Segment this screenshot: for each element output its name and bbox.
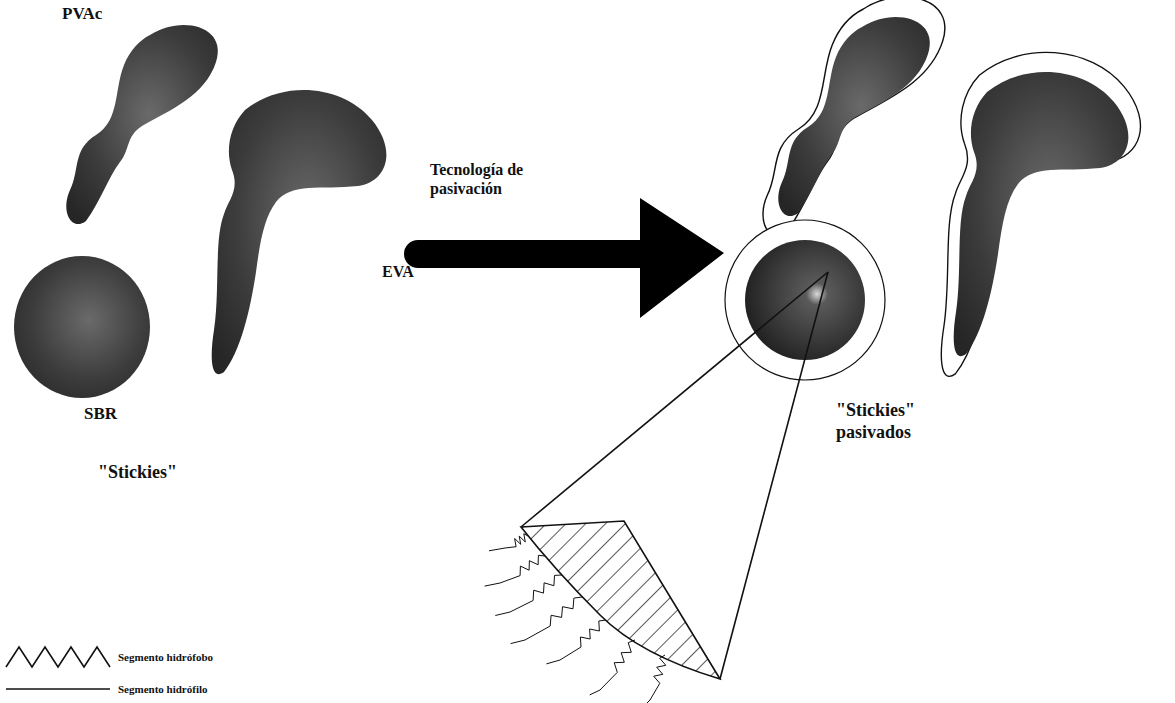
polymer-chain xyxy=(485,555,545,586)
group-label: "Stickies" pasivados xyxy=(836,400,946,443)
eva-particle xyxy=(212,90,387,374)
legend-row: Segmento hidrófilo xyxy=(4,677,208,701)
zoom-detail xyxy=(485,272,828,703)
passivated-eva xyxy=(941,52,1140,376)
polymer-chain xyxy=(644,655,666,703)
polymer-chain xyxy=(546,620,606,664)
sbr-particle xyxy=(14,256,150,398)
part-name: PVAc xyxy=(62,4,102,24)
polymer-chain xyxy=(489,534,528,551)
legend-text: Segmento hidrófilo xyxy=(118,683,208,695)
pvac-particle xyxy=(66,25,218,224)
polymer-chain xyxy=(511,597,582,644)
polymer-chain xyxy=(495,575,562,616)
part-name: EVA xyxy=(382,262,414,281)
passivated-sbr xyxy=(745,240,865,360)
part-name: SBR xyxy=(84,404,117,424)
passivated-pvac xyxy=(763,0,945,236)
zigzag-sample xyxy=(4,645,112,669)
process-label: Tecnología de pasivación xyxy=(430,160,560,198)
process-arrow xyxy=(404,198,724,318)
legend-row: Segmento hidrófobo xyxy=(4,645,213,669)
polymer-chain xyxy=(590,640,635,695)
line-sample xyxy=(4,677,112,701)
legend-text: Segmento hidrófobo xyxy=(118,651,213,663)
group-label: "Stickies" xyxy=(98,462,177,484)
